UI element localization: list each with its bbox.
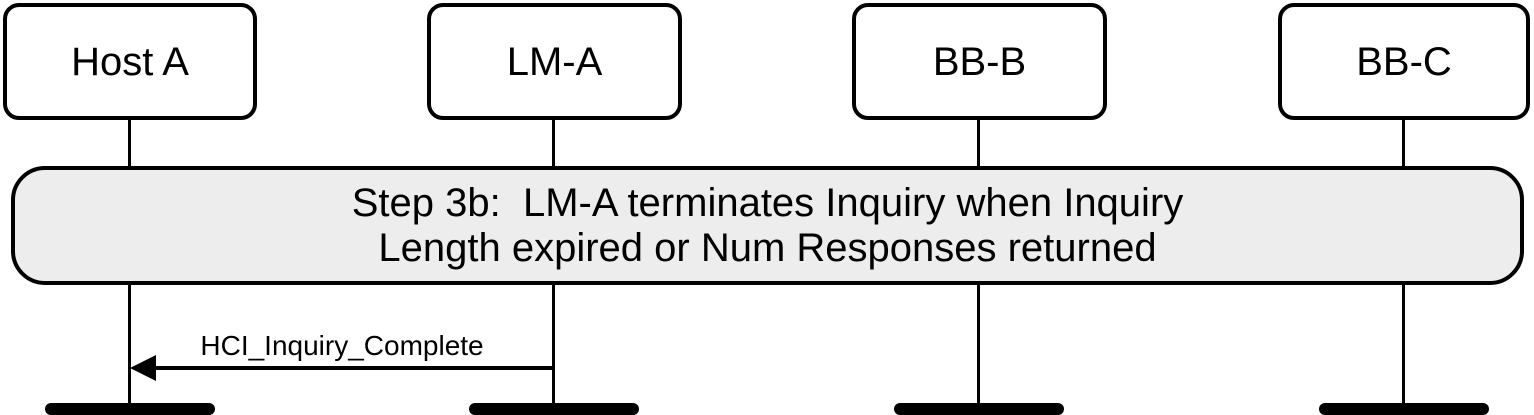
lifeline-lm-a-upper — [552, 118, 555, 170]
lifeline-bb-b-lower — [977, 280, 980, 408]
actor-box-lm-a: LM-A — [427, 3, 682, 120]
termination-bar-host-a — [45, 403, 215, 415]
lifeline-bb-c-upper — [1402, 118, 1405, 170]
termination-bar-bb-b — [894, 403, 1064, 415]
message-label: HCI_Inquiry_Complete — [200, 330, 484, 361]
actor-label-lm-a: LM-A — [506, 39, 603, 84]
lifeline-host-a-upper — [128, 118, 131, 170]
lifeline-host-a-lower — [128, 280, 131, 408]
termination-bar-lm-a — [469, 403, 639, 415]
step-banner-line-1: Step 3b: LM-A terminates Inquiry when In… — [351, 180, 1184, 225]
arrowhead-left-icon — [130, 355, 156, 381]
actor-box-host-a: Host A — [3, 3, 257, 120]
lifeline-bb-b-upper — [977, 118, 980, 170]
step-banner-line-2: Length expired or Num Responses returned — [378, 225, 1157, 270]
lifeline-lm-a-lower — [552, 280, 555, 408]
actor-label-host-a: Host A — [71, 39, 189, 84]
actor-label-bb-b: BB-B — [932, 39, 1027, 84]
actor-box-bb-b: BB-B — [852, 3, 1107, 120]
termination-bar-bb-c — [1319, 403, 1489, 415]
lifeline-bb-c-lower — [1402, 280, 1405, 408]
actor-label-bb-c: BB-C — [1356, 39, 1452, 84]
actor-box-bb-c: BB-C — [1278, 3, 1530, 120]
step-banner: Step 3b: LM-A terminates Inquiry when In… — [11, 166, 1524, 285]
message-arrow-line — [150, 366, 554, 370]
